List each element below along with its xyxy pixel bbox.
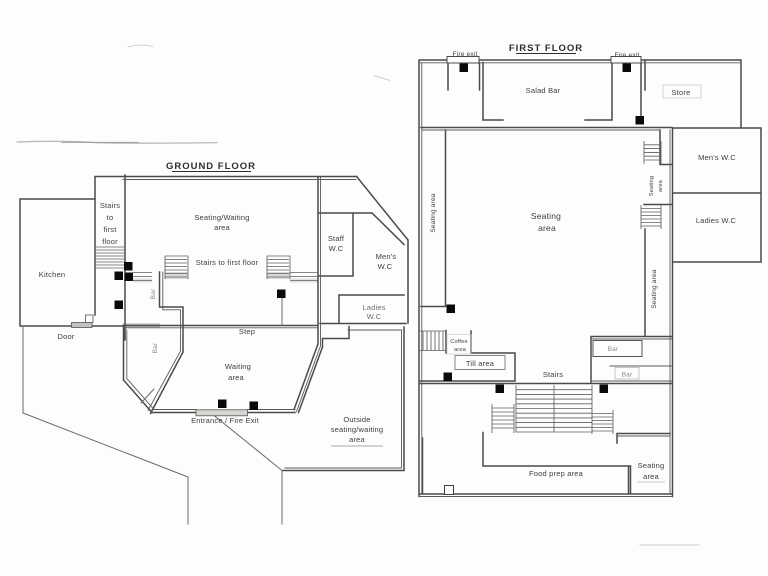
marker: [443, 372, 452, 381]
open-square-symbol: [444, 485, 454, 495]
label-food-prep: Food prep area: [529, 469, 584, 478]
marker: [114, 271, 123, 280]
ground-floor-title: GROUND FLOOR: [166, 161, 256, 172]
label-coffee-1: Coffee: [450, 339, 468, 345]
label-store: Store: [672, 88, 691, 97]
label-coffee-2: area: [454, 347, 467, 353]
first-walls: [418, 59, 762, 498]
marker: [249, 401, 258, 410]
label-bar-lower: Bar: [152, 342, 159, 353]
coffee-label-box: [446, 334, 472, 355]
outside-area-border-inner: [284, 329, 402, 469]
ground-markers: [114, 262, 286, 410]
first-stairs: [419, 141, 662, 434]
label-outside-2: seating/waiting: [331, 425, 384, 434]
first-walls-inner: [418, 62, 742, 497]
label-outside-1: Outside: [343, 415, 370, 424]
label-salad-bar: Salad Bar: [526, 86, 561, 95]
label-ladies-wc-1: Ladies: [362, 303, 385, 312]
label-mens-wc-1: Men's: [376, 252, 397, 261]
label-first-ladies-wc: Ladies W.C: [696, 216, 737, 225]
label-stairs-col-4: floor: [102, 237, 118, 246]
label-seating-right: Seating area: [651, 269, 658, 308]
first-floor-title: FIRST FLOOR: [509, 43, 583, 54]
entrance-door-symbol: [195, 409, 248, 417]
marker: [622, 63, 631, 72]
label-fire-exit-right: Fire exit: [615, 52, 640, 59]
label-staff-wc-2: W.C: [329, 244, 344, 253]
fire-exit-door-symbol: [446, 56, 480, 64]
site-outline: [22, 325, 283, 525]
label-seating-waiting-1: Seating/Waiting: [194, 213, 249, 222]
label-ladies-wc-2: W.C: [367, 312, 382, 321]
label-waiting-2: area: [228, 373, 244, 382]
ground-details: [140, 297, 283, 404]
artifact-squiggle: [127, 44, 154, 48]
marker: [277, 289, 286, 298]
label-waiting-1: Waiting: [225, 362, 251, 371]
ground-floor-plan: GROUND FLOOR Stairs to first floor Kitch…: [19, 161, 410, 525]
label-bar-2: Bar: [622, 372, 633, 379]
outside-area-border: [282, 325, 405, 472]
stair-shading: [165, 272, 188, 279]
label-till: Till area: [466, 359, 495, 368]
first-markers: [443, 63, 644, 393]
label-fire-exit-left: Fire exit: [453, 51, 478, 58]
label-stairs-col-3: first: [103, 225, 117, 234]
label-outside-3: area: [349, 435, 365, 444]
scan-artifacts: [16, 44, 700, 546]
label-stairs-col-2: to: [107, 213, 114, 222]
label-bar-upper: Bar: [150, 288, 157, 299]
label-stairs: Stairs: [543, 370, 563, 379]
ground-stairs: [96, 246, 318, 281]
door-symbol: [71, 322, 93, 328]
label-seating-left: Seating area: [430, 193, 437, 232]
stair-shading: [267, 272, 290, 279]
artifact-diagonal: [373, 75, 391, 81]
till-label-box: [454, 355, 506, 370]
label-seating-bottom-1: Seating: [638, 461, 665, 470]
label-seating-main-1: Seating: [531, 211, 561, 221]
label-seating-bottom-2: area: [643, 472, 659, 481]
label-mens-wc-2: W.C: [378, 262, 393, 271]
marker: [114, 300, 123, 309]
bar-counter-box: [592, 340, 643, 357]
store-label-box: [662, 84, 702, 99]
label-entrance: Entrance / Fire Exit: [191, 416, 259, 425]
door-hinge-symbol: [85, 314, 94, 323]
label-staff-wc-1: Staff: [328, 234, 345, 243]
label-seating-waiting-2: area: [214, 223, 230, 232]
ground-walls: [19, 174, 410, 415]
bar-label-box: [614, 367, 640, 380]
ground-walls-inner: [122, 176, 357, 413]
marker: [124, 262, 133, 271]
label-door: Door: [57, 332, 74, 341]
label-kitchen: Kitchen: [39, 270, 65, 279]
label-stairs-col-1: Stairs: [100, 201, 120, 210]
label-seating-nook-2: area: [658, 179, 664, 192]
marker: [124, 272, 133, 281]
label-stairs-center: Stairs to first floor: [196, 258, 259, 267]
first-floor-plan: FIRST FLOOR Fire exit Fire exit Salad Ba…: [418, 43, 762, 498]
label-seating-main-2: area: [538, 223, 556, 233]
marker: [635, 116, 644, 125]
marker: [446, 304, 455, 313]
marker: [599, 384, 608, 393]
label-step: Step: [239, 327, 255, 336]
label-first-mens-wc: Men's W.C: [698, 153, 736, 162]
marker: [495, 384, 504, 393]
marker: [459, 63, 468, 72]
fire-exit-door-symbol: [610, 56, 642, 64]
marker: [218, 399, 227, 408]
label-seating-nook-1: Seating: [649, 176, 655, 196]
label-bar-1: Bar: [608, 346, 619, 353]
